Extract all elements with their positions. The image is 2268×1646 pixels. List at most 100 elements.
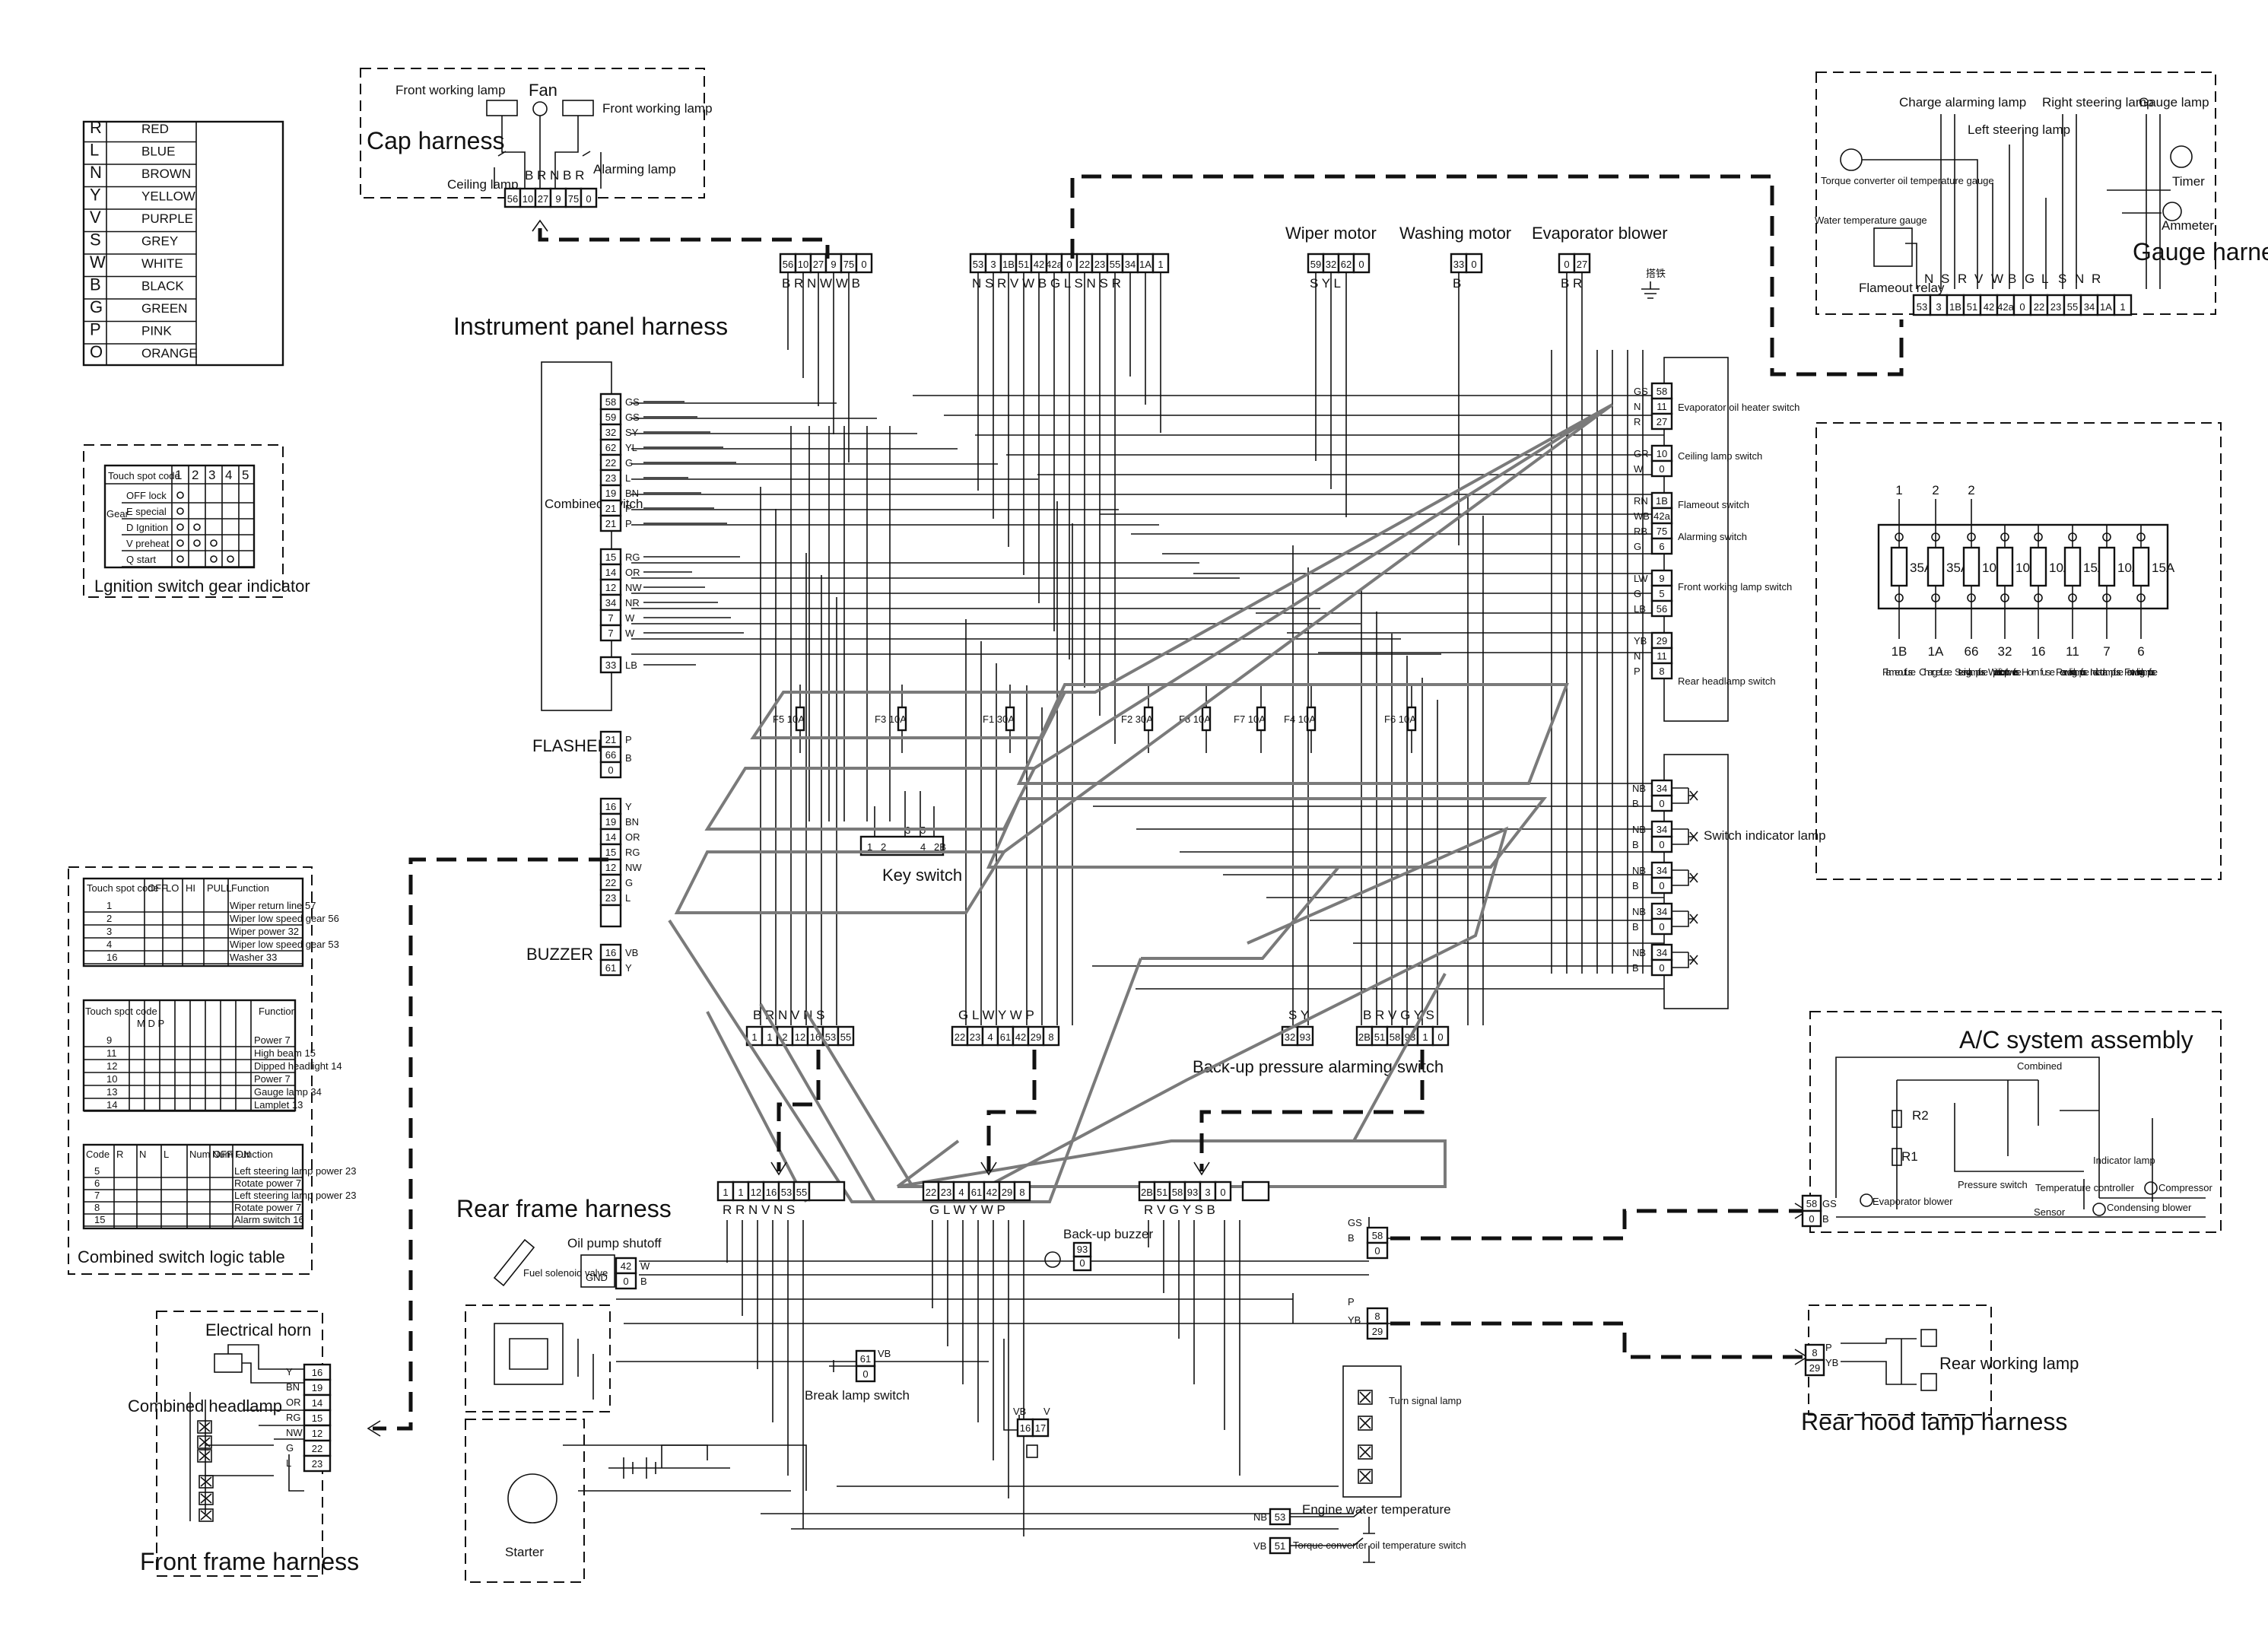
front-conn-cell	[599, 904, 622, 928]
switch-label: Alarming switch	[1678, 531, 1747, 542]
ign-header: 1	[175, 468, 182, 482]
top-conn-b-pin: 1A	[1139, 259, 1151, 270]
gauge-wire-letter: R	[2092, 272, 2101, 286]
condensing-label: Condensing blower	[2107, 1202, 2192, 1213]
rear-conn-3-pin: 93	[1187, 1187, 1198, 1198]
mid-conn-0-pin: 16	[810, 1031, 821, 1043]
rear-conn-2-pin: 8	[1019, 1187, 1024, 1198]
side-conn-b-group: 829	[1366, 1307, 1389, 1340]
logic-t1-header: OFF	[148, 882, 167, 894]
legend-code: R	[90, 118, 102, 137]
top-letters-d: B	[1453, 276, 1461, 291]
legend-code: G	[90, 297, 103, 316]
legend-name: BLUE	[141, 145, 175, 159]
inline-fuse-label: F7 10A	[1234, 713, 1266, 725]
horn-rear-conn-pin: 16	[1020, 1422, 1031, 1434]
cap-wire-letters: B R N B R	[525, 168, 584, 183]
timer-label: Timer	[2172, 174, 2205, 189]
ground-label: 搭铁	[1646, 268, 1666, 279]
ign-dot	[193, 539, 201, 547]
logic-t3-func: Left steering lamp power 23	[234, 1190, 356, 1201]
sensor-switch-icon	[1290, 1508, 1375, 1534]
inline-fuse-label: F2 30A	[1121, 713, 1153, 725]
alternator-box	[465, 1304, 611, 1412]
sensor-wire: NB	[1253, 1511, 1267, 1523]
logic-t2-func: Power 7	[254, 1034, 291, 1046]
headlamp-cross	[200, 1510, 212, 1520]
front-frame-conn-pin: 19	[312, 1382, 322, 1393]
logic-t3-header: N	[139, 1149, 146, 1160]
rear-conn-3-cell	[1241, 1180, 1270, 1202]
turn-lamp-icon	[1358, 1444, 1373, 1460]
indicator-conn-pin: 0	[1659, 921, 1664, 933]
logic-t2-code: 10	[106, 1073, 117, 1085]
gauge-wire-letter: S	[1941, 272, 1949, 286]
ign-gear: Gear	[106, 508, 129, 520]
buzzer-label: BUZZER	[526, 945, 593, 964]
logic-t1-func: Wiper low speed gear 56	[230, 913, 339, 924]
legend-code: S	[90, 230, 101, 249]
torque-switch-label: Torque converter oil temperature switch	[1293, 1540, 1466, 1551]
indicator-conn-pin: 34	[1657, 824, 1667, 835]
combined-pin: 14	[605, 567, 616, 578]
combined-wire: G	[625, 457, 633, 469]
right-cell	[1650, 662, 1673, 680]
fuse-top-number: 1	[1895, 483, 1902, 497]
gauge-conn-pin: 42a	[1997, 301, 2014, 313]
logic-t2	[82, 999, 297, 1112]
logic-t3-header: Function	[235, 1149, 273, 1160]
indicator-wire: B	[1632, 798, 1639, 809]
rear-conn-3-cell	[1214, 1180, 1232, 1202]
side-wire: P	[1348, 1296, 1355, 1308]
legend-code: N	[90, 163, 102, 182]
horn-rear-conn-cell	[1031, 1418, 1050, 1438]
right-pin: 11	[1657, 401, 1667, 412]
right-wire: W	[1634, 463, 1644, 475]
logic-t1-header: LO	[166, 882, 179, 894]
right-cell	[1650, 599, 1673, 618]
key-switch-label: Key switch	[882, 866, 962, 885]
turn-lamp-label: Turn signal lamp	[1389, 1395, 1462, 1406]
logic-t3-func: Left steering lamp power 23	[234, 1165, 356, 1177]
buzzer-icon	[1044, 1251, 1061, 1268]
fuse-wire-number: 7	[2103, 644, 2110, 659]
fuse-terminal	[2034, 593, 2043, 602]
combined-wire: YL	[625, 442, 637, 453]
top-conn-e-pin: 0	[1564, 259, 1569, 270]
top-conn-a-pin: 27	[813, 259, 824, 270]
rear-conn-2-pin: 22	[926, 1187, 936, 1198]
legend-code: L	[90, 141, 99, 160]
gnd-label: GND	[586, 1272, 608, 1283]
right-cell	[1650, 459, 1673, 478]
front-conn-pin: 15	[605, 847, 616, 858]
headlamp-icon	[197, 1435, 212, 1449]
fuse-terminal	[1895, 532, 1904, 542]
compressor-label: Compressor	[2158, 1182, 2212, 1193]
cap-conn-pin: 27	[538, 193, 548, 205]
combined-wire: NR	[625, 597, 640, 609]
right-wire: G	[1634, 541, 1641, 552]
turn-lamp-icon	[1358, 1390, 1373, 1405]
fuse-icon	[1927, 546, 1945, 587]
indicator-conn-pin: 34	[1657, 947, 1667, 958]
top-conn-b-pin: 3	[990, 259, 996, 270]
front-frame-conn-pin: 23	[312, 1458, 322, 1470]
ac-title: A/C system assembly	[1959, 1026, 2193, 1053]
side-conn-a-pin: 0	[1374, 1245, 1380, 1257]
cap-title: Cap harness	[367, 127, 504, 154]
right-pin: 8	[1659, 666, 1664, 677]
right-wire: RB	[1634, 526, 1647, 537]
combined-pin: 62	[605, 442, 616, 453]
oil-pump-label: Oil pump shutoff	[567, 1236, 662, 1250]
cap-conn-pin: 75	[568, 193, 579, 205]
rear-conn-2-pin: 23	[941, 1187, 951, 1198]
fuse-terminal	[1967, 593, 1976, 602]
ac-system: A/C system assembly Combined R2 R1 Evapo…	[1801, 1011, 2222, 1233]
fuse-wire-number: 6	[2137, 644, 2144, 659]
indicator-wire: NB	[1632, 947, 1646, 958]
ac-wire: GS	[1822, 1198, 1837, 1209]
front-conn-pin: 19	[605, 816, 616, 828]
indicator-conn-pin: 0	[1659, 839, 1664, 850]
logic-t3-code: 7	[94, 1190, 100, 1201]
